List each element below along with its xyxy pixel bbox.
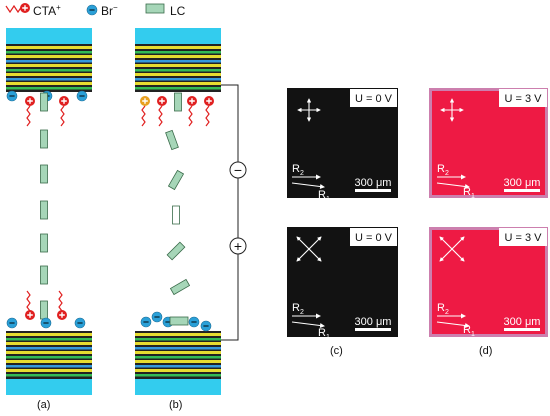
lc-legend-label: LC [170,4,186,18]
r1-label: R [463,186,471,198]
micrograph-d-top: U = 3 V R2 R1 300 μm [429,88,548,200]
r1-label: R [318,189,326,201]
top-electrode-a-cyan [6,28,92,44]
svg-text:R1: R1 [318,189,330,203]
cta-legend-icon [5,3,30,14]
top-stack-b [135,44,221,92]
bottom-electrode-b-cyan [135,379,221,395]
r1-sub: 1 [471,193,475,200]
r2-sub: 2 [300,170,304,177]
scale-bar [355,328,391,331]
voltage-label: U = 3 V [505,232,543,244]
voltage-label: U = 3 V [505,93,543,105]
cta-legend-label: CTA [33,4,56,18]
svg-text:R2: R2 [292,163,304,177]
top-stack-a [6,44,92,92]
r2-label: R [292,302,300,314]
polarizer-diagonal-icon [296,236,322,262]
bottom-stack-b [135,331,221,379]
r1-label: R [463,324,471,336]
svg-text:R1: R1 [463,324,475,338]
scale-bar [504,189,540,192]
panel-label-d: (d) [479,345,492,357]
micrograph-c-top: U = 0 V R2 R1 300 μm [287,88,398,203]
micrograph-c-bottom: U = 0 V R2 R1 300 μm [287,227,398,341]
voltage-label: U = 0 V [355,93,393,105]
r2-label: R [292,163,300,175]
br-legend-icon [86,4,98,16]
r2-label: R [437,163,445,175]
svg-text:R2: R2 [437,302,449,316]
r2-sub: 2 [445,170,449,177]
panel-a: (a) [6,28,92,411]
r2-sub: 2 [445,309,449,316]
bottom-stack-a [6,331,92,379]
rubbing-directions: R2 R1 [436,302,475,338]
negative-terminal-sign: − [234,162,242,178]
panel-b: − + (b) [135,28,247,411]
rubbing-directions: R2 R1 [291,163,330,203]
svg-text:Br−: Br− [101,3,118,18]
positive-terminal-sign: + [234,238,242,254]
legend: CTA+ Br− LC [5,3,186,18]
r2-sub: 2 [300,309,304,316]
top-electrode-b-cyan [135,28,221,44]
svg-text:CTA+: CTA+ [33,3,61,18]
micrograph-d-bottom: U = 3 V R2 R1 300 μm [429,227,548,338]
circuit-wires [221,84,239,341]
rubbing-directions: R2 R1 [291,302,330,341]
svg-text:R2: R2 [292,302,304,316]
panel-label-a: (a) [37,399,50,411]
lc-molecules-b [165,92,190,295]
lc-legend-icon [145,3,165,14]
svg-text:R1: R1 [463,186,475,200]
r1-sub: 1 [471,331,475,338]
panel-label-c: (c) [330,345,343,357]
panel-label-b: (b) [169,399,182,411]
voltage-label: U = 0 V [355,232,393,244]
scale-bar [504,328,540,331]
rubbing-directions: R2 R1 [436,163,475,200]
lc-column-a [40,92,48,320]
cta-legend-sup: + [56,3,61,12]
bottom-electrode-a-cyan [6,379,92,395]
polarizer-cross-icon [297,98,321,122]
r1-sub: 1 [326,196,330,203]
polarizer-cross-icon [440,98,464,122]
scale-label: 300 μm [355,177,392,189]
r1-sub: 1 [326,334,330,341]
scale-bar [355,189,391,192]
svg-text:R1: R1 [318,327,330,341]
scale-label: 300 μm [504,316,541,328]
r1-label: R [318,327,326,339]
positive-terminal: + [229,237,247,255]
br-legend-label: Br [101,4,113,18]
r2-label: R [437,302,445,314]
scale-label: 300 μm [355,316,392,328]
scale-label: 300 μm [504,177,541,189]
negative-terminal: − [229,161,247,179]
polarizer-diagonal-icon [439,236,465,262]
br-legend-sup: − [113,3,118,12]
bottom-surfactants-b [140,311,212,332]
svg-text:R2: R2 [437,163,449,177]
